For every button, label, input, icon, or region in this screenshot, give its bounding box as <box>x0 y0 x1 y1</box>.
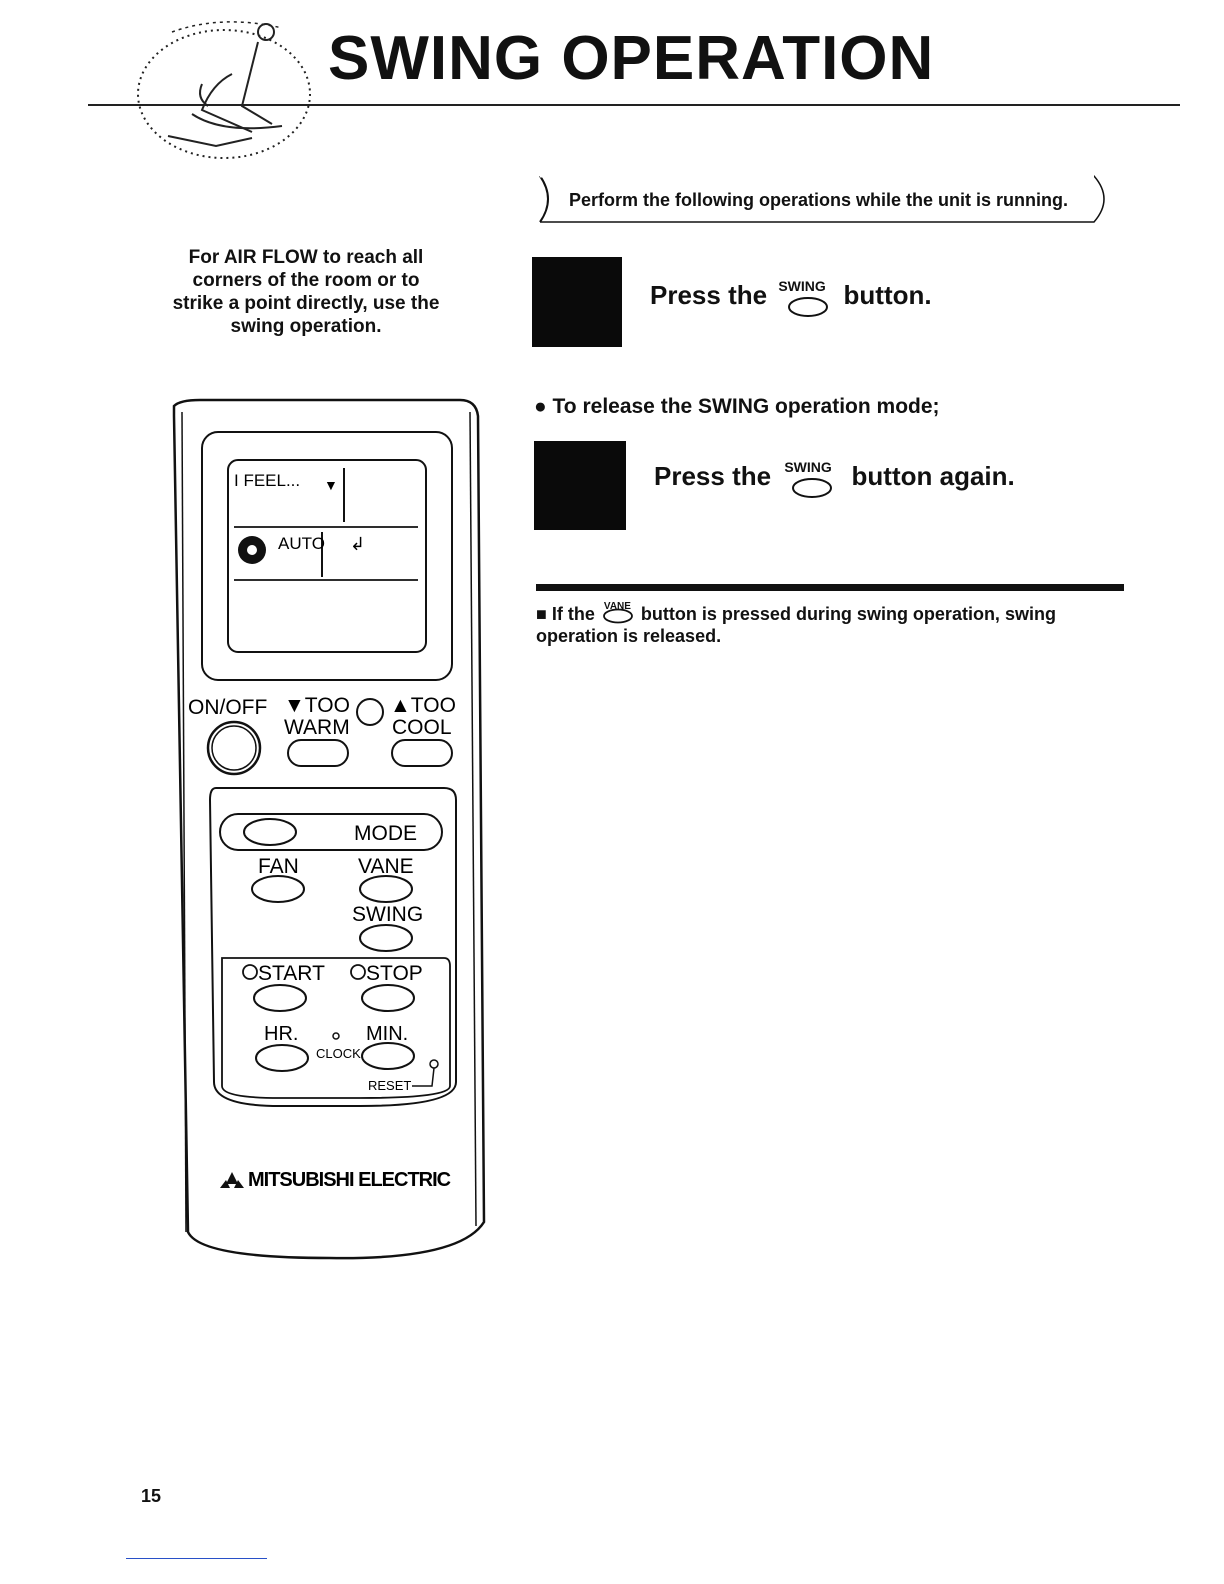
too-warm-label-1: ▼TOO <box>284 694 350 717</box>
step-1-prefix: Press the <box>650 280 768 310</box>
stop-timer-icon <box>350 964 366 980</box>
too-warm-label-2: WARM <box>284 716 350 739</box>
swing-button-icon: SWING <box>778 459 844 499</box>
swing-button-label: SWING <box>784 459 832 476</box>
bullet-dot: ● <box>534 395 547 418</box>
clock-label: CLOCK <box>316 1046 361 1061</box>
start-label: START <box>258 962 325 985</box>
vane-label: VANE <box>358 855 414 878</box>
mode-bar <box>219 813 443 851</box>
vane-button <box>359 875 413 903</box>
swing-button-label: SWING <box>778 278 826 295</box>
minute-button <box>361 1042 415 1070</box>
min-label: MIN. <box>366 1023 408 1045</box>
mitsubishi-logo-icon <box>220 1172 244 1188</box>
step-1-instruction: Press the SWING button. <box>650 278 932 318</box>
release-instruction: ● To release the SWING operation mode; <box>534 395 940 419</box>
reset-label: RESET <box>368 1078 411 1093</box>
vane-button-icon: VANE <box>600 601 636 624</box>
note-divider <box>536 584 1124 591</box>
ifeel-sensor-icon: ▼ <box>324 477 338 493</box>
page-title: SWING OPERATION <box>328 24 935 93</box>
brand-label: MITSUBISHI ELECTRIC <box>248 1169 451 1191</box>
timer-panel <box>221 957 451 1099</box>
intro-text: For AIR FLOW to reach all corners of the… <box>172 247 440 337</box>
step-2-marker <box>534 441 626 530</box>
on-off-button <box>206 720 262 776</box>
step-1-suffix: button. <box>843 280 932 310</box>
hr-label: HR. <box>264 1023 298 1045</box>
too-cool-label-1: ▲TOO <box>390 694 456 717</box>
mode-label: MODE <box>354 822 417 845</box>
release-text: To release the SWING operation mode; <box>552 395 940 418</box>
note-text: ■ If the VANE button is pressed during s… <box>536 601 1124 647</box>
start-button <box>253 984 307 1012</box>
too-warm-button <box>287 739 349 767</box>
on-off-label: ON/OFF <box>188 696 267 719</box>
reset-hole <box>429 1059 439 1069</box>
page-number: 15 <box>141 1486 162 1506</box>
remote-control-illustration: I FEEL... AUTO ↲ ▼ ON/OFF ▼TOO WARM ▲TOO… <box>172 398 486 1260</box>
note-suffix: button is pressed during swing operation… <box>536 604 1056 646</box>
mode-button <box>243 818 297 846</box>
display-frame <box>201 431 453 681</box>
step-1-marker <box>532 257 622 347</box>
square-bullet: ■ <box>536 604 547 624</box>
too-cool-label-2: COOL <box>392 716 452 739</box>
swing-arrow-icon: ↲ <box>350 534 365 554</box>
banner-text: Perform the following operations while t… <box>569 190 1069 210</box>
auto-label: AUTO <box>278 534 325 553</box>
lower-panel <box>208 787 457 1107</box>
relaxing-person-illustration <box>137 21 311 159</box>
stop-label: STOP <box>366 962 423 985</box>
header-divider <box>88 104 1180 106</box>
step-2-prefix: Press the <box>654 461 772 491</box>
fan-button <box>251 875 305 903</box>
i-feel-sensor-icon <box>356 698 384 726</box>
too-cool-button <box>391 739 453 767</box>
remote-body <box>172 398 486 1260</box>
fan-label: FAN <box>258 855 299 878</box>
ifeel-label: I FEEL... <box>234 471 300 490</box>
footer-line <box>126 1558 267 1559</box>
swing-button <box>359 924 413 952</box>
step-2-instruction: Press the SWING button again. <box>654 459 1015 499</box>
start-timer-icon <box>242 964 258 980</box>
hour-button <box>255 1044 309 1072</box>
stop-button <box>361 984 415 1012</box>
note-prefix: If the <box>551 604 595 624</box>
swing-button-icon: SWING <box>774 278 836 318</box>
step-2-suffix: button again. <box>851 461 1015 491</box>
lcd-screen <box>227 459 427 653</box>
vane-button-label: VANE <box>603 601 631 613</box>
banner-frame <box>539 174 1105 223</box>
swing-label: SWING <box>352 903 423 926</box>
